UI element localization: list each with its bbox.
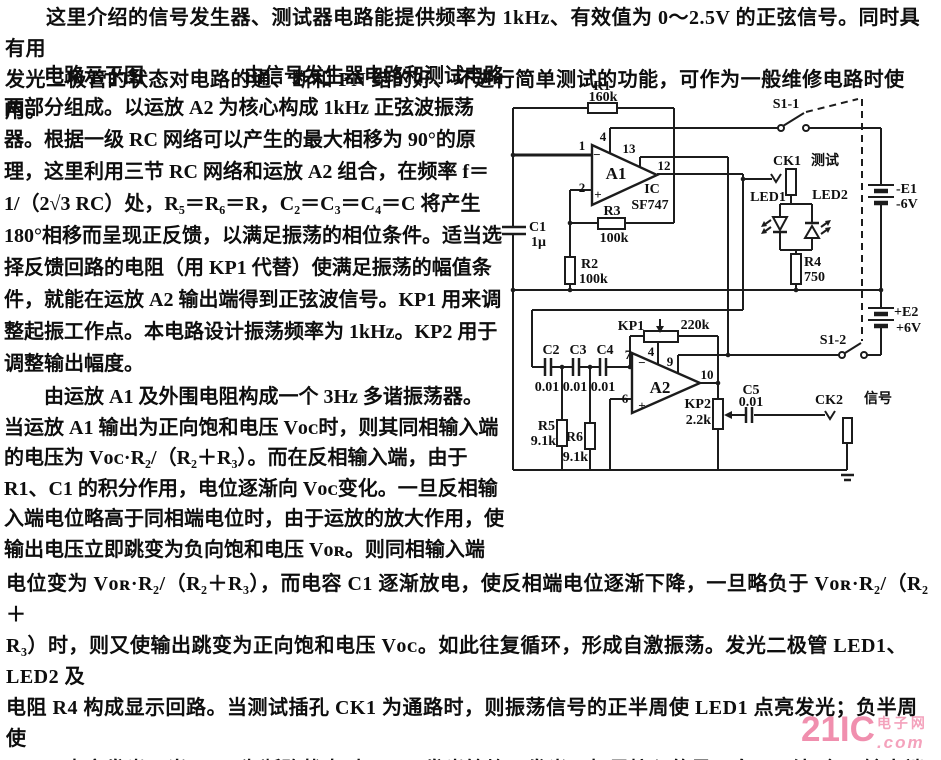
jack-ck2: CK2 信号 [815,390,892,444]
kp2-value-label: 2.2k [686,413,712,428]
potentiometer-kp1: KP1 220k [618,318,710,343]
switch-gang-dashed-link [805,98,863,341]
r2-ref-label: R2 [581,257,598,272]
c3-ref-label: C3 [569,343,586,358]
c4-ref-label: C4 [596,343,613,358]
left-column-paragraph-2: 由运放 A1 及外围电阻构成一个 3Hz 多谐振荡器。 当运放 A1 输出为正向… [4,386,504,561]
ck1-note-label: 测试 [811,152,839,169]
battery-e1: -E1 -6V [868,182,918,212]
a1-ref-label: A1 [606,164,627,183]
e2-voltage-label: +6V [896,321,921,336]
r5-ref-label: R5 [538,419,555,434]
left-text-column: 电路示于图 由信号发生器电路和测试电路 两部分组成。以运放 A2 为核心构成 1… [4,60,506,565]
capacitor-c5: C5 0.01 [739,383,764,423]
a2-pin4-label: 4 [648,344,655,359]
a2-pin9-label: 9 [667,354,674,369]
s1-2-label: S1-2 [820,333,846,348]
resistor-r5: R5 9.1k [531,419,568,449]
led1-label: LED1 [750,190,786,205]
c2-ref-label: C2 [542,343,559,358]
junction-dots [510,152,884,386]
r3-value-label: 100k [600,231,629,246]
r2-value-label: 100k [579,272,608,287]
r5-value-label: 9.1k [531,434,557,449]
a1-pin13-label: 13 [623,141,637,156]
potentiometer-kp2: KP2 2.2k [685,397,732,430]
switch-s1-2: S1-2 [820,333,868,359]
c4-value-label: 0.01 [591,380,616,395]
a1-plus-sign: + [594,187,601,202]
ck2-note-label: 信号 [864,390,892,407]
a2-pin6-label: 6 [622,391,629,406]
a2-ref-label: A2 [650,378,671,397]
e1-voltage-label: -6V [896,197,918,212]
a2-plus-sign: + [638,398,645,413]
capacitor-c1: C1 1μ [502,220,546,250]
s1-1-label: S1-1 [773,97,799,112]
resistor-r2: R2 100k [564,256,608,287]
watermark-right-block: 电子网 .com [877,713,928,753]
a1-pin2-label: 2 [579,180,586,195]
ck1-ref-label: CK1 [773,154,801,169]
ic-label: IC [644,182,660,197]
kp1-ref-label: KP1 [618,319,644,334]
watermark-logo: 21IC 电子网 .com [801,710,928,753]
kp2-ref-label: KP2 [685,397,711,412]
resistor-r3: R3 100k [597,204,629,246]
r1-ref-label: R1 [593,80,610,94]
resistor-r6: R6 9.1k [563,422,596,465]
r6-ref-label: R6 [566,430,583,445]
a2-pin10-label: 10 [701,367,714,382]
a1-pin1-label: 1 [579,138,586,153]
ic-part-number: SF747 [631,198,668,213]
r4-ref-label: R4 [804,255,821,270]
r1-value-label: 160k [589,90,618,105]
opamp-a2: 7 − 4 9 10 6 + A2 [622,344,714,415]
capacitor-c4: C4 0.01 [591,343,616,395]
intro-paragraph: 这里介绍的信号发生器、测试器电路能提供频率为 1kHz、有效值为 0～2.5V … [5,7,921,122]
jack-ck1: CK1 测试 [770,152,839,196]
a2-minus-sign: − [638,355,645,370]
e2-ref-label: +E2 [894,305,918,320]
led-led2: LED2 [803,188,848,239]
a2-pin7-label: 7 [625,347,632,362]
watermark-site-name: 电子网 [876,715,928,731]
resistor-r1: R1 160k [587,80,618,114]
resistor-r4: R4 750 [790,253,825,285]
ground-icon [841,473,854,482]
circuit-diagram: 1 − 2 + 4 13 12 A1 IC SF747 7 − 4 9 10 6… [502,80,921,482]
r6-value-label: 9.1k [563,450,589,465]
kp1-value-label: 220k [681,318,710,333]
a1-pin12-label: 12 [658,158,671,173]
capacitor-c2: C2 0.01 [535,343,560,395]
opamp-a1: 1 − 2 + 4 13 12 A1 IC SF747 [579,129,671,213]
watermark-domain-suffix: .com [876,733,925,752]
r4-value-label: 750 [804,270,825,285]
capacitor-c3: C3 0.01 [563,343,588,395]
ck2-ref-label: CK2 [815,393,843,408]
bottom-paragraph: 电位变为 Vᴏʀ·R₂/（R₂＋R₃），而电容 C1 逐渐放电，使反相端电位逐渐… [6,573,929,760]
watermark-brand: 21IC [801,710,875,749]
left-column-paragraph-1: 电路示于图 由信号发生器电路和测试电路 两部分组成。以运放 A2 为核心构成 1… [4,65,504,375]
battery-e2: +E2 +6V [868,305,921,336]
c5-value-label: 0.01 [739,395,764,410]
c1-value-label: 1μ [531,235,546,250]
a1-pin4-label: 4 [600,129,607,144]
switch-s1-1: S1-1 [773,97,810,132]
c5-ref-label: C5 [742,383,759,398]
r3-ref-label: R3 [603,204,620,219]
c3-value-label: 0.01 [563,380,588,395]
e1-ref-label: -E1 [896,182,917,197]
c1-ref-label: C1 [529,220,546,235]
a1-minus-sign: − [593,147,600,162]
c2-value-label: 0.01 [535,380,560,395]
led-led1: LED1 [750,190,789,234]
led2-label: LED2 [812,188,848,203]
